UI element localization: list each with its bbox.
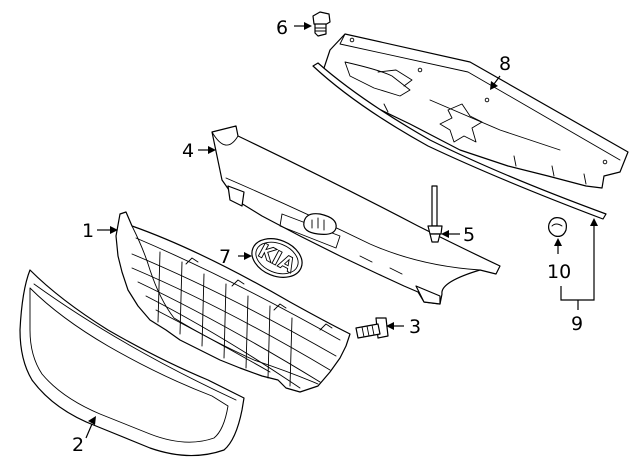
callout-4: 4 xyxy=(182,140,194,162)
part-2-surround xyxy=(19,269,245,457)
callout-1: 1 xyxy=(82,220,94,242)
part-1-grille xyxy=(115,211,351,393)
callout-7: 7 xyxy=(219,246,231,268)
callout-labels: 1 2 3 4 5 6 7 8 9 10 xyxy=(72,17,583,456)
part-4-garnish xyxy=(211,125,501,305)
part-5-stud xyxy=(427,185,443,243)
callout-2: 2 xyxy=(72,434,84,456)
callout-5: 5 xyxy=(463,224,475,246)
callout-3: 3 xyxy=(409,316,421,338)
callout-9: 9 xyxy=(571,313,583,335)
leader-lines xyxy=(85,22,598,439)
callout-10: 10 xyxy=(547,261,571,283)
part-6-bolt xyxy=(312,11,331,37)
part-10-clip xyxy=(548,217,567,237)
callout-6: 6 xyxy=(276,17,288,39)
callout-8: 8 xyxy=(499,53,511,75)
part-9-seal-strip xyxy=(312,62,607,220)
part-3-screw xyxy=(355,317,389,339)
part-7-emblem: KIA xyxy=(251,238,303,278)
